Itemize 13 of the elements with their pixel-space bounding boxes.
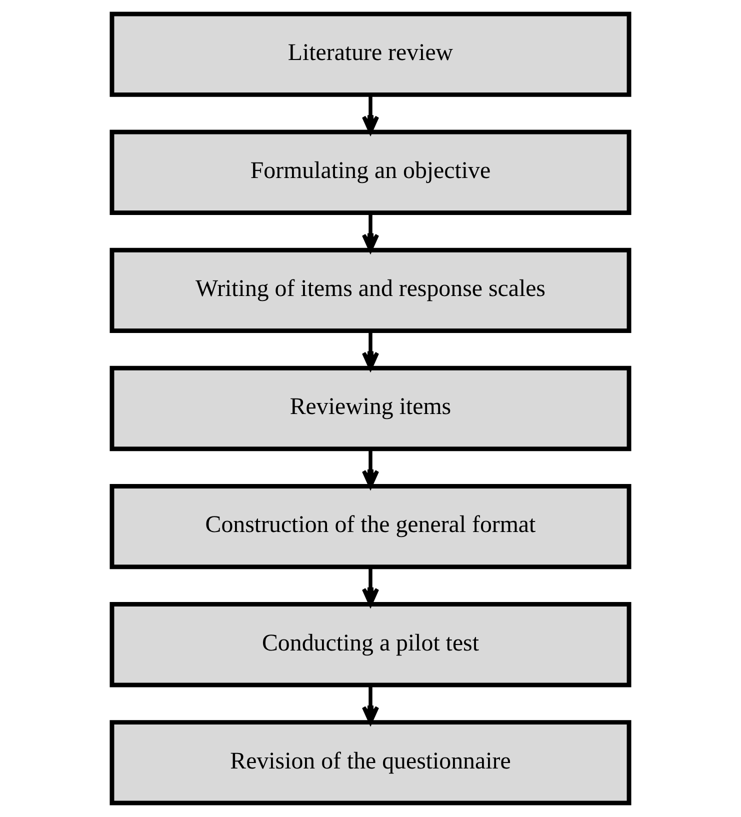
node-box: Literature review — [110, 12, 632, 97]
arrow — [362, 448, 380, 488]
node-box: Construction of the general format — [110, 484, 632, 570]
arrow — [362, 330, 380, 370]
arrow — [362, 94, 380, 134]
arrow — [362, 212, 380, 252]
arrow — [362, 567, 380, 606]
node-box: Writing of items and response scales — [110, 248, 632, 334]
node-box: Revision of the questionnaire — [110, 720, 632, 806]
node-box: Conducting a pilot test — [110, 602, 632, 688]
arrow — [362, 685, 380, 724]
node-box: Reviewing items — [110, 366, 632, 452]
node-box: Formulating an objective — [110, 130, 632, 215]
